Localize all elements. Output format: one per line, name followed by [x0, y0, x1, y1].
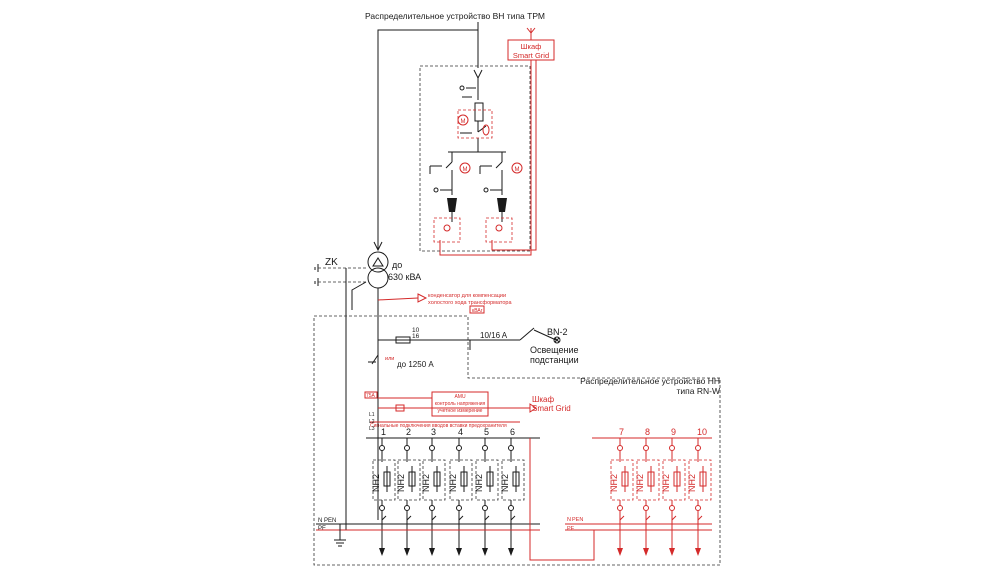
- svg-text:75A: 75A: [366, 393, 376, 399]
- svg-text:M: M: [515, 167, 520, 173]
- fuse-switch-block: [501, 459, 525, 501]
- transformer-prefix: до: [392, 260, 402, 270]
- svg-text:Освещение: Освещение: [530, 345, 579, 355]
- lv-black-feeder-number: 6: [510, 427, 515, 437]
- svg-text:кВАr: кВАr: [472, 308, 483, 314]
- capacitor-note: конденсатор для компенсации холостого хо…: [377, 293, 512, 314]
- fuse-switch-block: [449, 459, 473, 501]
- svg-text:PEN: PEN: [572, 517, 583, 523]
- svg-text:PE: PE: [567, 526, 575, 532]
- svg-text:до 1250 А: до 1250 А: [397, 360, 434, 369]
- main-breaker: или до 1250 А: [368, 354, 434, 369]
- lv-black-feeder-number: 2: [406, 427, 411, 437]
- hv-switchgear-frame: [419, 65, 531, 252]
- svg-text:Шкаф: Шкаф: [521, 42, 542, 51]
- svg-text:N: N: [318, 518, 322, 524]
- svg-text:холостого хода трансформатора: холостого хода трансформатора: [428, 300, 512, 306]
- lv-black-feeder-number: 3: [431, 427, 436, 437]
- svg-text:PE: PE: [318, 526, 326, 532]
- hv-title: Распределительное устройство ВН типа ТРМ: [365, 11, 545, 21]
- pen-rails-right: N PEN PE: [565, 517, 712, 532]
- label-l1: L1: [369, 412, 375, 418]
- lighting-fuse: 10 16: [378, 327, 520, 350]
- fuse-type-label: NH2: [661, 474, 671, 492]
- pen-rails-left: N PEN PE: [316, 518, 540, 547]
- fuse-type-label: NH2: [687, 474, 697, 492]
- fuse-type-label: NH2: [500, 474, 510, 492]
- lv-black-feeder-number: 4: [458, 427, 463, 437]
- fuse-switch-block: [422, 459, 446, 501]
- lv-title-line2: типа RN-W: [677, 386, 720, 396]
- signal-note: Сигнальные подключения вводов вставки пр…: [370, 423, 507, 429]
- lv-title-line1: Распределительное устройство НН: [580, 376, 720, 386]
- amu-box: AMU контроль напряжения учетное измерени…: [364, 391, 537, 417]
- svg-text:конденсатор для компенсации: конденсатор для компенсации: [428, 293, 506, 299]
- lighting-circuit: 10/16 A BN-2 Освещение подстанции: [480, 327, 579, 365]
- svg-text:10: 10: [412, 327, 420, 334]
- fuse-type-label: NH2: [421, 474, 431, 492]
- lv-red-feeder-number: 8: [645, 427, 650, 437]
- smart-grid-right-line2: Smart Grid: [532, 404, 571, 413]
- svg-text:AMU: AMU: [454, 394, 466, 400]
- svg-text:ZK: ZK: [325, 257, 338, 268]
- lv-red-feeder-number: 10: [697, 427, 707, 437]
- fuse-type-label: NH2: [396, 474, 406, 492]
- fuse-type-label: NH2: [448, 474, 458, 492]
- smart-grid-right-line1: Шкаф: [532, 395, 554, 404]
- fuse-switch-block: [662, 459, 686, 501]
- svg-text:PEN: PEN: [324, 518, 336, 524]
- lv-red-feeder-number: 7: [619, 427, 624, 437]
- svg-text:подстанции: подстанции: [530, 355, 579, 365]
- hv-feeder-left: M: [429, 161, 471, 243]
- transformer-rating: 630 кВА: [388, 272, 421, 282]
- fuse-type-label: NH2: [635, 474, 645, 492]
- fuse-switch-block: [610, 459, 634, 501]
- lv-switchgear-frame: [313, 315, 721, 566]
- fuse-switch-block: [636, 459, 660, 501]
- hv-feeder-right: M: [479, 161, 523, 243]
- svg-text:M: M: [463, 167, 468, 173]
- label-l3: L3: [369, 426, 375, 432]
- fuse-type-label: NH2: [371, 474, 381, 492]
- svg-text:контроль напряжения: контроль напряжения: [435, 401, 486, 407]
- hv-transformer-cell: M: [457, 69, 493, 152]
- svg-text:10/16 A: 10/16 A: [480, 331, 508, 340]
- svg-text:Smart Grid: Smart Grid: [513, 51, 549, 60]
- fuse-type-label: NH2: [609, 474, 619, 492]
- transformer-symbol: [367, 241, 389, 520]
- smart-grid-box-hv: Шкаф Smart Grid: [439, 27, 555, 256]
- lv-red-feeder-number: 9: [671, 427, 676, 437]
- lv-black-feeder-number: 5: [484, 427, 489, 437]
- svg-text:учетное измерение: учетное измерение: [438, 408, 483, 414]
- svg-text:M: M: [461, 119, 466, 125]
- fuse-switch-block: [397, 459, 421, 501]
- section-interconnect: [529, 438, 595, 561]
- svg-text:N: N: [567, 517, 571, 523]
- fuse-switch-block: [475, 459, 499, 501]
- svg-text:16: 16: [412, 333, 420, 340]
- svg-text:или: или: [385, 356, 394, 362]
- svg-text:BN-2: BN-2: [547, 327, 568, 337]
- fuse-switch-block: [372, 459, 396, 501]
- fuse-switch-block: [688, 459, 712, 501]
- lv-black-feeder-number: 1: [381, 427, 386, 437]
- zk-grounding: ZK: [314, 257, 367, 530]
- label-l2: L2: [369, 419, 375, 425]
- fuse-type-label: NH2: [474, 474, 484, 492]
